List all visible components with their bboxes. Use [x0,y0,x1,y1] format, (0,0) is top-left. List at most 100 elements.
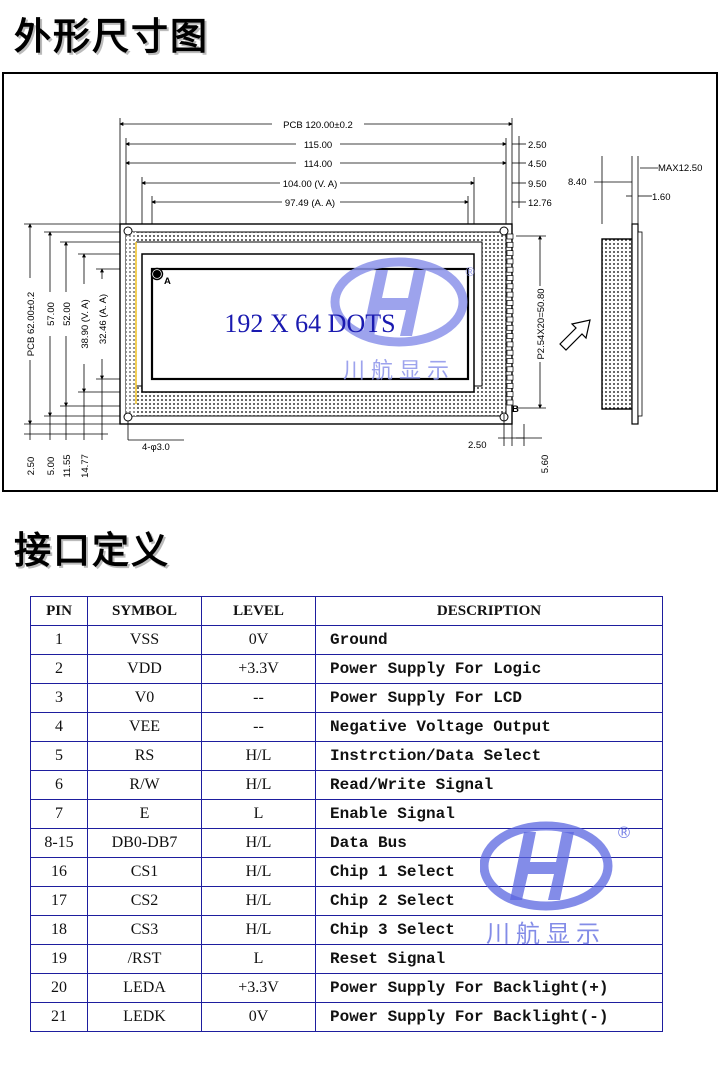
watermark-text-drawing: 川航显示 [343,359,455,384]
side-view-pcb [631,223,639,425]
cell-symbol: VDD [87,654,202,684]
cell-description: Enable Signal [315,799,663,829]
dim-pin-pitch: P2.54X20=50.80 [536,288,547,359]
cell-description: Power Supply For Logic [315,654,663,684]
cell-pin: 18 [30,915,88,945]
dim-h57: 57.00 [46,302,57,326]
cell-level: H/L [201,828,316,858]
cell-description: Read/Write Signal [315,770,663,800]
cell-level: L [201,944,316,974]
drawing-title: 外形尺寸图 [14,15,209,58]
dim-104: 104.00 (V. A) [283,179,338,190]
cell-symbol: LEDK [87,1002,202,1032]
cell-symbol: CS2 [87,886,202,916]
dim-h52: 52.00 [62,302,73,326]
cell-pin: 6 [30,770,88,800]
header-pin-pad [506,233,514,240]
cell-level: +3.3V [201,654,316,684]
dim-115: 115.00 [304,140,332,151]
cell-symbol: E [87,799,202,829]
cell-description: Power Supply For LCD [315,683,663,713]
header-pin-pad [506,258,514,265]
dim-side-840: 8.40 [568,177,587,188]
table-header-row: PIN SYMBOL LEVEL DESCRIPTION [30,596,663,626]
cell-pin: 3 [30,683,88,713]
cell-description: Data Bus [315,828,663,858]
header-symbol: SYMBOL [87,596,202,626]
cell-symbol: R/W [87,770,202,800]
cell-pin: 2 [30,654,88,684]
dim-h3246: 32.46 (A. A) [98,294,109,344]
dim-br560: 5.60 [540,455,551,474]
cell-pin: 17 [30,886,88,916]
cell-symbol: CS1 [87,857,202,887]
cell-level: -- [201,683,316,713]
resolution-label: 192 X 64 DOTS [224,309,395,338]
cell-pin: 5 [30,741,88,771]
cell-symbol: VSS [87,625,202,655]
header-description: DESCRIPTION [315,596,663,626]
pin-header [506,233,514,406]
header-pin-pad [506,333,514,339]
cell-level: H/L [201,915,316,945]
header-pin-pad [506,291,514,298]
cell-symbol: /RST [87,944,202,974]
cell-level: -- [201,712,316,742]
header-pin-pad [506,366,514,373]
cell-level: H/L [201,770,316,800]
cell-pin: 4 [30,712,88,742]
header-pin-pad [506,300,514,306]
cell-level: L [201,799,316,829]
header-pin-pad [506,341,514,348]
cell-symbol: RS [87,741,202,771]
header-pin-pad [506,391,514,398]
cell-description: Reset Signal [315,944,663,974]
dim-r950: 9.50 [528,179,547,190]
cell-pin: 20 [30,973,88,1003]
cell-level: H/L [201,857,316,887]
header-pin-pad [506,358,514,364]
header-pin-pad [506,349,514,356]
outline-drawing-panel: PCB 120.00±0.2 115.00 114.00 104.00 (V. … [2,72,718,492]
dim-h3890: 38.90 (V. A) [80,299,91,348]
cell-pin: 16 [30,857,88,887]
mount-hole-tl [123,226,133,236]
cell-description: Chip 2 Select [315,886,663,916]
cell-level: +3.3V [201,973,316,1003]
cell-symbol: CS3 [87,915,202,945]
cell-level: 0V [201,1002,316,1032]
dim-b1155: 11.55 [62,454,73,477]
header-pin-pad [506,383,514,389]
dim-holes: 4-φ3.0 [142,442,170,453]
cell-symbol: LEDA [87,973,202,1003]
dim-pcb-width: PCB 120.00±0.2 [283,120,353,131]
header-pin-pad [506,241,514,248]
cell-level: H/L [201,741,316,771]
dim-b500: 5.00 [46,457,57,476]
cell-description: Power Supply For Backlight(+) [315,973,663,1003]
cell-pin: 1 [30,625,88,655]
watermark-registered-drawing: ® [464,265,476,279]
cell-level: H/L [201,886,316,916]
header-pin-pad [506,266,514,273]
cell-description: Ground [315,625,663,655]
header-pin-pad [506,250,514,256]
cell-pin: 7 [30,799,88,829]
cell-description: Power Supply For Backlight(-) [315,1002,663,1032]
side-view-body [601,238,633,410]
mount-hole-bl [123,412,133,422]
dim-r250: 2.50 [528,140,547,151]
outline-drawing: PCB 120.00±0.2 115.00 114.00 104.00 (V. … [24,118,702,478]
cell-description: Instrction/Data Select [315,741,663,771]
